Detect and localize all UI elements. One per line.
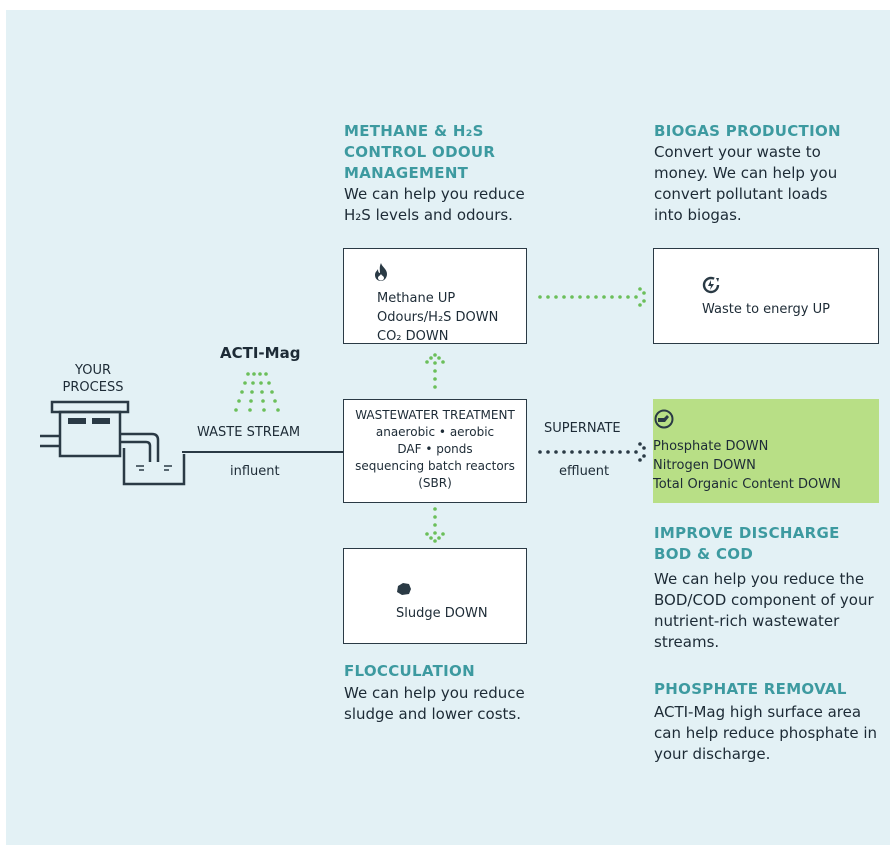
process-label-line: PROCESS	[62, 380, 124, 395]
biogas-description-line: money. We can help you	[654, 164, 838, 182]
biogas-description-line: into biogas.	[654, 206, 742, 224]
biogas-box: Waste to energy UP	[653, 248, 879, 344]
arrow-down-to-sludge	[425, 507, 445, 543]
flow-arrows	[425, 287, 646, 543]
methane-heading: METHANE & H₂S CONTROL ODOUR MANAGEMENT	[344, 121, 495, 184]
arrow-to-biogas	[538, 287, 646, 307]
phosphate-description-line: can help reduce phosphate in	[654, 724, 878, 742]
process-tank-icon	[40, 400, 190, 486]
discharge-heading-line: BOD & COD	[654, 545, 754, 563]
treatment-line: sequencing batch reactors	[355, 459, 515, 473]
treatment-lines: WASTEWATER TREATMENT anaerobic • aerobic…	[344, 407, 526, 492]
influent-label: influent	[230, 464, 280, 479]
hand-drop-icon	[653, 409, 675, 429]
discharge-description-line: BOD/COD component of your	[654, 591, 874, 609]
methane-description: We can help you reduce H₂S levels and od…	[344, 184, 525, 226]
biogas-description: Convert your waste to money. We can help…	[654, 142, 837, 226]
flame-icon	[373, 263, 389, 281]
discharge-description-line: nutrient-rich wastewater	[654, 612, 840, 630]
arrow-to-nutrient-box	[538, 442, 646, 462]
phosphate-description-line: your discharge.	[654, 745, 771, 763]
effluent-label: effluent	[559, 464, 610, 479]
sludge-box-label: Sludge DOWN	[396, 606, 488, 621]
discharge-description-line: streams.	[654, 633, 720, 651]
flocculation-description-line: We can help you reduce	[344, 684, 525, 702]
biogas-box-label: Waste to energy UP	[702, 302, 830, 317]
process-label-line: YOUR	[74, 363, 111, 378]
sludge-box: Sludge DOWN	[343, 548, 527, 644]
diagram-canvas: METHANE & H₂S CONTROL ODOUR MANAGEMENT W…	[6, 10, 890, 845]
methane-description-line: H₂S levels and odours.	[344, 206, 513, 224]
phosphate-description: ACTI-Mag high surface area can help redu…	[654, 702, 877, 765]
arrow-up-to-methane	[425, 353, 445, 389]
flocculation-description: We can help you reduce sludge and lower …	[344, 683, 525, 725]
sludge-icon	[396, 582, 412, 596]
methane-heading-line: METHANE & H₂S	[344, 122, 484, 140]
nutrient-box: Phosphate DOWN Nitrogen DOWN Total Organ…	[653, 399, 879, 503]
methane-heading-line: MANAGEMENT	[344, 164, 469, 182]
influent-line	[182, 451, 343, 453]
biogas-heading: BIOGAS PRODUCTION	[654, 122, 841, 140]
nutrient-box-line: Total Organic Content DOWN	[653, 477, 841, 492]
discharge-description-line: We can help you reduce the	[654, 570, 865, 588]
methane-box-line: CO₂ DOWN	[377, 329, 449, 344]
biogas-description-line: Convert your waste to	[654, 143, 821, 161]
methane-box-line: Methane UP	[377, 291, 456, 306]
treatment-line: DAF • ponds	[397, 442, 473, 456]
process-label: YOUR PROCESS	[58, 362, 128, 396]
treatment-line: anaerobic • aerobic	[375, 425, 495, 439]
treatment-line: (SBR)	[418, 476, 452, 490]
discharge-description: We can help you reduce the BOD/COD compo…	[654, 569, 874, 653]
methane-description-line: We can help you reduce	[344, 185, 525, 203]
nutrient-box-line: Phosphate DOWN	[653, 439, 769, 454]
flocculation-heading: FLOCCULATION	[344, 662, 475, 680]
treatment-line: WASTEWATER TREATMENT	[355, 408, 515, 422]
phosphate-description-line: ACTI-Mag high surface area	[654, 703, 862, 721]
nutrient-box-line: Nitrogen DOWN	[653, 458, 756, 473]
recycle-energy-icon	[702, 276, 720, 294]
methane-box-line: Odours/H₂S DOWN	[377, 310, 499, 325]
biogas-description-line: convert pollutant loads	[654, 185, 828, 203]
waste-stream-label: WASTE STREAM	[197, 425, 301, 440]
acti-mag-label: ACTI-Mag	[220, 344, 301, 362]
flocculation-description-line: sludge and lower costs.	[344, 705, 521, 723]
spray-icon	[226, 370, 288, 414]
methane-heading-line: CONTROL ODOUR	[344, 143, 496, 161]
nutrient-box-lines: Phosphate DOWN Nitrogen DOWN Total Organ…	[653, 437, 841, 494]
supernate-label: SUPERNATE	[544, 421, 621, 436]
discharge-heading-line: IMPROVE DISCHARGE	[654, 524, 840, 542]
phosphate-heading: PHOSPHATE REMOVAL	[654, 680, 847, 698]
wastewater-treatment-box: WASTEWATER TREATMENT anaerobic • aerobic…	[343, 399, 527, 503]
methane-box-lines: Methane UP Odours/H₂S DOWN CO₂ DOWN	[377, 289, 498, 346]
methane-box: Methane UP Odours/H₂S DOWN CO₂ DOWN	[343, 248, 527, 344]
discharge-heading: IMPROVE DISCHARGE BOD & COD	[654, 523, 840, 565]
